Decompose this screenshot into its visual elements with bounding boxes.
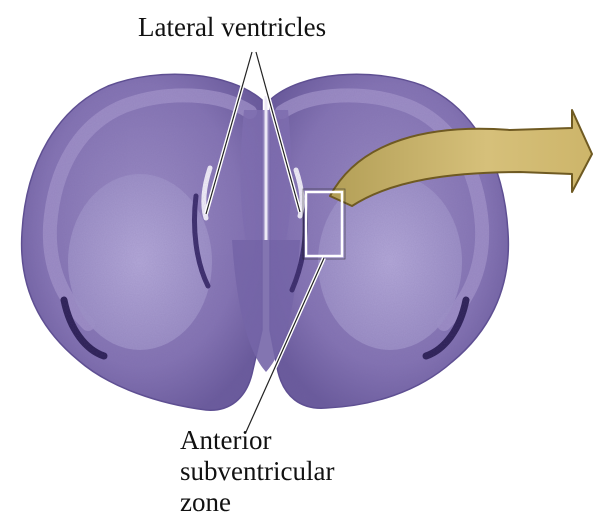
anterior-svz-label-line3: zone (180, 487, 334, 518)
anterior-svz-label-line2: subventricular (180, 456, 334, 487)
anterior-svz-label: Anterior subventricular zone (180, 425, 334, 518)
lateral-ventricles-label: Lateral ventricles (138, 12, 326, 43)
brain-section (18, 66, 514, 416)
anterior-svz-label-line1: Anterior (180, 425, 334, 456)
